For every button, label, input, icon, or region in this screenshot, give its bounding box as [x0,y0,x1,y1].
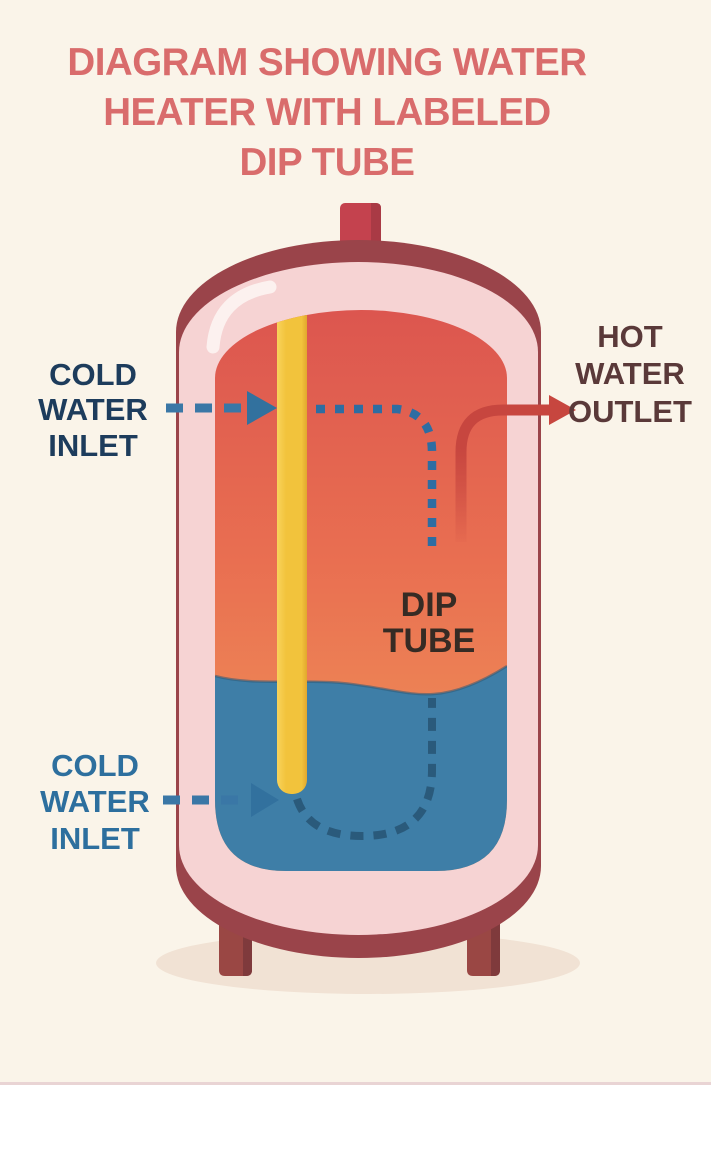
cold-inlet-top-line-2: WATER [38,392,148,427]
title-line-1: DIAGRAM SHOWING WATER [67,41,587,84]
dip-tube-line-1: DIP [401,586,458,624]
leg-right-shade [491,922,500,976]
dip-tube-label: DIP TUBE [383,586,476,660]
hot-outlet-line-1: HOT [597,319,663,354]
hot-water-outlet-label: HOT WATER OUTLET [568,319,692,429]
cold-inlet-bottom-line-3: INLET [50,821,140,856]
flow-path-upper [316,404,437,548]
cold-water-inlet-label-top: COLD WATER INLET [38,357,148,463]
cold-water-inlet-label-bottom: COLD WATER INLET [40,748,150,856]
page-title: DIAGRAM SHOWING WATER HEATER WITH LABELE… [67,41,587,184]
flow-path-lower [293,698,436,841]
shell-highlight [206,280,277,354]
water-surface-line [215,664,507,696]
dip-tube [277,310,307,794]
title-line-3: DIP TUBE [240,141,415,184]
cold-inlet-bottom-arrowhead [251,783,279,817]
hot-outlet-line-3: OUTLET [568,394,692,429]
hot-outlet-arrowhead [549,395,576,425]
title-line-2: HEATER WITH LABELED [103,91,550,134]
cold-inlet-bottom-line-1: COLD [51,748,139,783]
hot-outlet-pipe [455,404,553,542]
cold-inlet-top-arrowhead [247,391,277,425]
dip-tube-line-2: TUBE [383,622,476,660]
hot-outlet-line-2: WATER [575,356,685,391]
cold-inlet-top-line-3: INLET [48,428,138,463]
cold-inlet-bottom-line-2: WATER [40,784,150,819]
water [215,666,507,871]
cold-inlet-top-line-1: COLD [49,357,137,392]
bottom-divider-line [0,1082,711,1085]
